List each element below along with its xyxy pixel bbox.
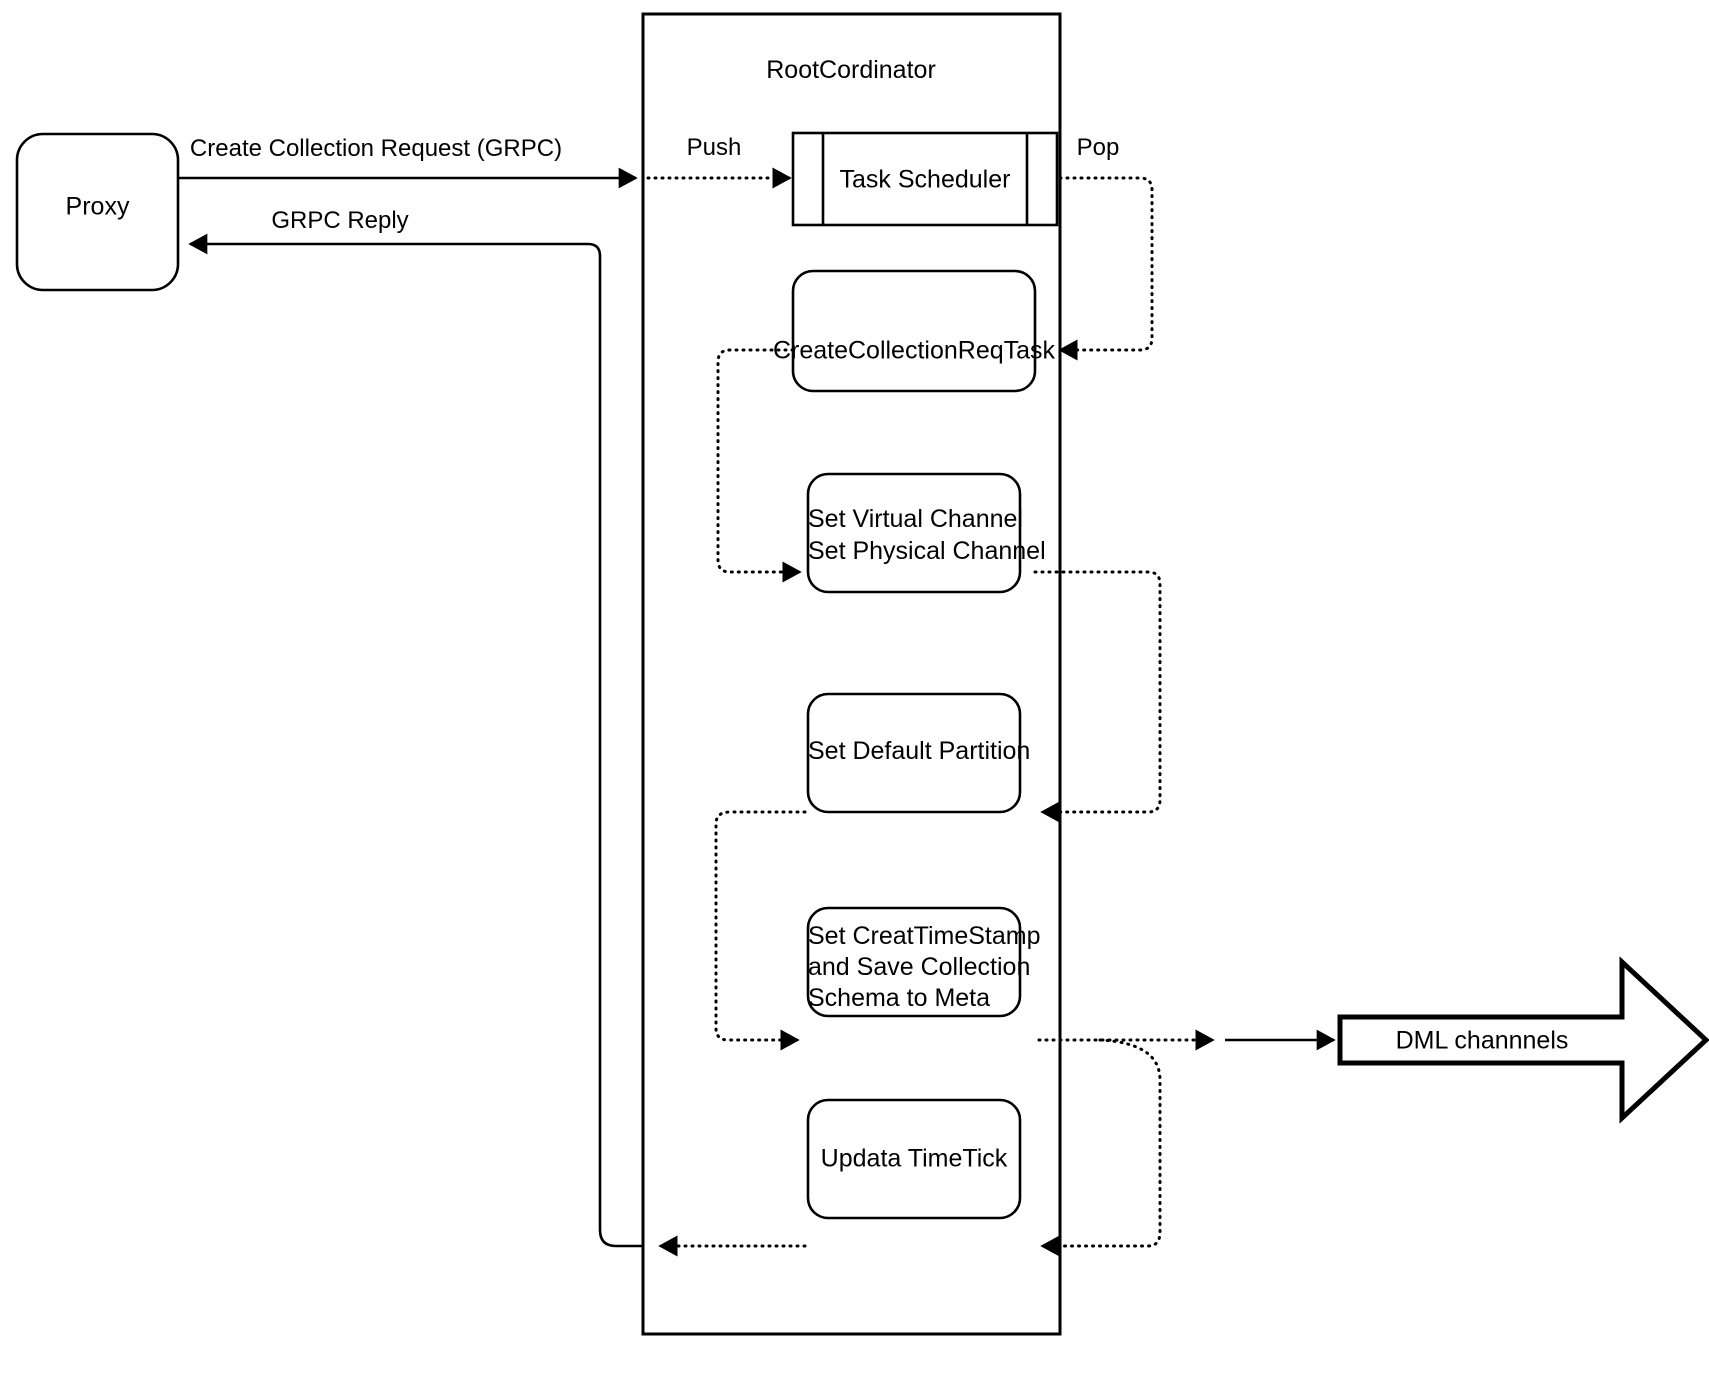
label-create-collection-request-text: Create Collection Request (GRPC) <box>190 135 562 162</box>
label-pop: Pop <box>1077 134 1120 161</box>
edge-set-channels-to-default-partition <box>1033 570 1162 823</box>
node-update-timetick-label: Updata TimeTick <box>821 1145 1008 1173</box>
node-create-collection-req-task-label: CreateCollectionReqTask <box>773 337 1056 365</box>
node-set-default-partition[interactable]: Set Default Partition <box>806 692 1030 814</box>
edge-grpc-reply <box>188 233 643 1248</box>
node-task-scheduler-label: Task Scheduler <box>840 166 1011 194</box>
node-dml-channels-label: DML channnels <box>1396 1027 1569 1055</box>
label-push-text: Push <box>687 134 742 161</box>
edge-default-partition-to-timestamp <box>714 810 807 1051</box>
node-set-channels-label-line-2: Set Physical Channel <box>808 537 1046 565</box>
node-update-timetick[interactable]: Updata TimeTick <box>806 1098 1022 1220</box>
container-title: RootCordinator <box>766 56 936 84</box>
node-set-timestamp-save-schema[interactable]: Set CreatTimeStamp and Save Collection S… <box>806 906 1040 1018</box>
node-proxy-label: Proxy <box>66 193 130 221</box>
label-create-collection-request: Create Collection Request (GRPC) <box>190 135 562 162</box>
node-proxy[interactable]: Proxy <box>15 132 180 292</box>
node-set-timestamp-label-line-2: and Save Collection <box>808 953 1030 981</box>
node-set-channels[interactable]: Set Virtual Channel Set Physical Channel <box>806 472 1046 594</box>
label-grpc-reply-text: GRPC Reply <box>271 207 408 234</box>
label-grpc-reply: GRPC Reply <box>271 207 408 234</box>
node-set-timestamp-label-line-1: Set CreatTimeStamp <box>808 922 1040 950</box>
node-create-collection-req-task[interactable]: CreateCollectionReqTask <box>773 269 1056 393</box>
rootcordinator-container <box>641 12 1062 1336</box>
label-pop-text: Pop <box>1077 134 1120 161</box>
node-set-default-partition-label: Set Default Partition <box>808 737 1030 765</box>
label-push: Push <box>687 134 742 161</box>
node-task-scheduler[interactable]: Task Scheduler <box>791 131 1059 227</box>
edge-task-to-set-channels <box>716 348 802 583</box>
node-set-timestamp-label-line-3: Schema to Meta <box>808 984 990 1012</box>
container-title-label: RootCordinator <box>766 56 936 84</box>
edge-pop <box>1058 176 1154 361</box>
node-set-channels-label-line-1: Set Virtual Channel <box>808 505 1023 533</box>
node-dml-channels[interactable]: DML channnels <box>1337 956 1709 1124</box>
